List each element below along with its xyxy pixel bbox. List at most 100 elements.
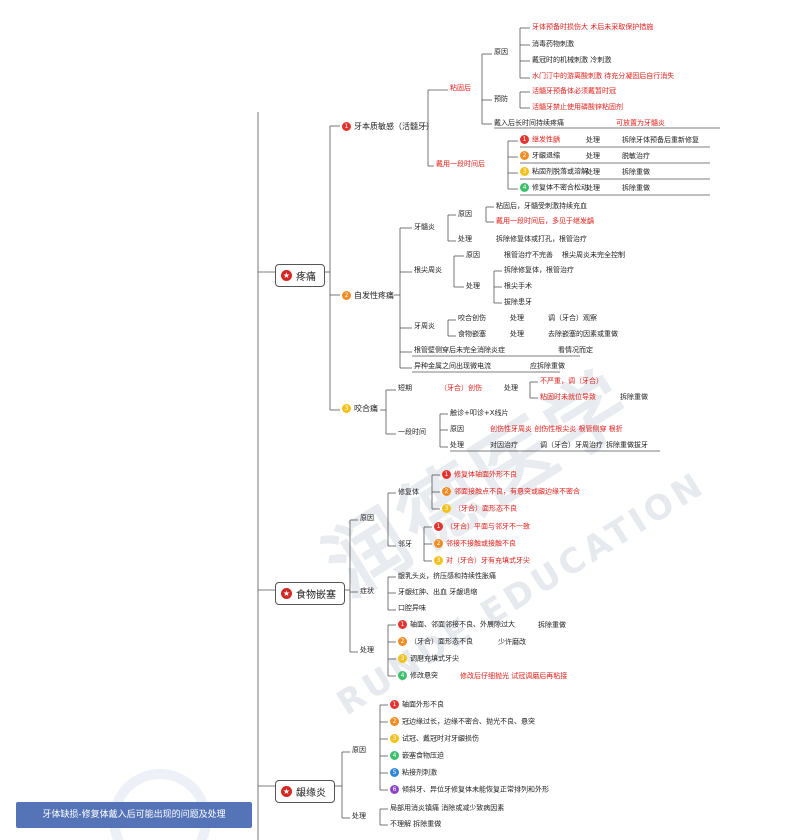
pulpitis: 牙髓炎	[414, 223, 435, 231]
number-badge-icon: 4	[520, 183, 529, 192]
number-badge-icon: 2	[342, 291, 351, 300]
root-gum[interactable]: ★ 龈缘炎	[275, 780, 335, 803]
cause-item: 根管治疗不完善	[504, 251, 553, 259]
treat-item: 应拆除重做	[530, 362, 565, 370]
branch-after-use: 戴用一段时间后	[436, 160, 485, 168]
node-label: 自发性疼痛	[354, 291, 394, 300]
cause-item: 牙体预备时损伤大 术后未采取保护措施	[532, 23, 654, 31]
treat-label: 处理	[510, 314, 524, 322]
cause-label: 原因	[450, 425, 464, 433]
treat-label: 处理	[510, 330, 524, 338]
treat-item: 不严重，调（牙合）	[540, 377, 603, 385]
treat-fix: 拆除重做	[538, 621, 566, 629]
number-badge-icon: 1	[442, 470, 451, 479]
treat-item: 根尖手术	[504, 282, 532, 290]
treat-item: 拆除修复体或打孔，根管治疗	[496, 235, 587, 243]
symptom-item: 口腔异味	[398, 604, 426, 612]
number-badge-icon: 2	[442, 487, 451, 496]
treat-item: 不理解 拆除重做	[390, 820, 442, 828]
treat-label: 处理	[360, 646, 374, 654]
treat-label: 处理	[466, 282, 480, 290]
cause-label: 原因	[494, 48, 508, 56]
long-exam: 触诊+叩诊+X线片	[450, 409, 509, 417]
root-food[interactable]: ★ 食物嵌塞	[275, 582, 345, 605]
symptom-item: 龈乳头炎，挤压感和持续性胀痛	[398, 572, 496, 580]
treat-label: 处理	[458, 235, 472, 243]
treat-label: 处理	[450, 441, 464, 449]
number-badge-icon: 1	[398, 620, 407, 629]
branch-after-cementation: 粘固后	[450, 84, 471, 92]
periodontitis: 牙周炎	[414, 322, 435, 330]
number-badge-icon: 1	[342, 122, 351, 131]
root-pain[interactable]: ★ 疼痛	[275, 264, 325, 287]
long-term: 一段时间	[398, 428, 426, 436]
number-badge-icon: 1	[520, 135, 529, 144]
perio-cause: 咬合创伤	[458, 314, 486, 322]
late-pain: 戴入后长时间持续疼痛	[494, 119, 564, 127]
treat-item: 看情况而定	[558, 346, 593, 354]
restoration: 修复体	[398, 488, 419, 496]
treat-item: 拆除修复体，根管治疗	[504, 266, 574, 274]
treat-fix: 修改后仔细抛光 试冠调磨后再粘接	[460, 672, 568, 680]
number-badge-icon: 3	[390, 734, 399, 743]
restoration-item: 3（牙合）面形态不良	[442, 504, 517, 514]
cause-item: 消毒药物刺激	[532, 40, 574, 48]
prevent-label: 预防	[494, 95, 508, 103]
number-badge-icon: 3	[520, 167, 529, 176]
node-label: 咬合痛	[354, 404, 378, 413]
cause-item: 戴用一段时间后，多见于继发龋	[496, 217, 594, 225]
cause-label: 原因	[466, 251, 480, 259]
number-badge-icon: 2	[434, 539, 443, 548]
prevent-item: 活髓牙预备体必须戴暂时冠	[532, 87, 616, 95]
number-badge-icon: 2	[520, 151, 529, 160]
adjacent-tooth: 邻牙	[398, 540, 412, 548]
cause-item: 水门汀中的游离酸刺激 待充分凝固后自行消失	[532, 72, 675, 80]
number-badge-icon: 3	[434, 556, 443, 565]
root-label: 食物嵌塞	[296, 590, 336, 601]
cause-item: 创伤性牙周炎 创伤性根尖炎 根管侧穿 根折	[490, 425, 623, 433]
treat-item: 拆除重做	[622, 184, 650, 192]
page-title: 牙体缺损-修复体戴入后可能出现的问题及处理	[16, 802, 252, 828]
treat-label: 处理	[586, 168, 600, 176]
root-label: 龈缘炎	[296, 788, 326, 799]
cause-item: 戴冠时的机械刺激 冷刺激	[532, 56, 612, 64]
treat-item: 调（牙合）牙周治疗	[540, 441, 603, 449]
treat-label: 处理	[586, 136, 600, 144]
treat-item: 粘固时未就位导致	[540, 393, 596, 401]
treat-item: 拔除患牙	[504, 298, 532, 306]
cause-item: 根尖周炎未完全控制	[562, 251, 625, 259]
star-icon: ★	[281, 270, 292, 281]
late-pain-action: 可放置为牙髓炎	[616, 119, 665, 127]
treat-label: 处理	[586, 184, 600, 192]
number-badge-icon: 2	[398, 637, 407, 646]
number-badge-icon: 4	[398, 671, 407, 680]
treat-item: 局部用消炎镇痛 消除或减少致病因素	[390, 804, 505, 812]
treat-item: 拆除重做拔牙	[606, 441, 648, 449]
treat-item: 2（牙合）面形态不良	[398, 637, 473, 647]
treat-fix: 少许磨改	[498, 638, 526, 646]
root-perforation: 根管壁侧穿后未完全消除炎症	[414, 346, 505, 354]
node-label: 牙本质敏感（活髓牙）	[354, 122, 434, 131]
short-cause: （牙合）创伤	[440, 384, 482, 392]
treat-item: 拆除重做	[620, 393, 648, 401]
adjacent-item: 1（牙合）平面与邻牙不一致	[434, 522, 530, 532]
